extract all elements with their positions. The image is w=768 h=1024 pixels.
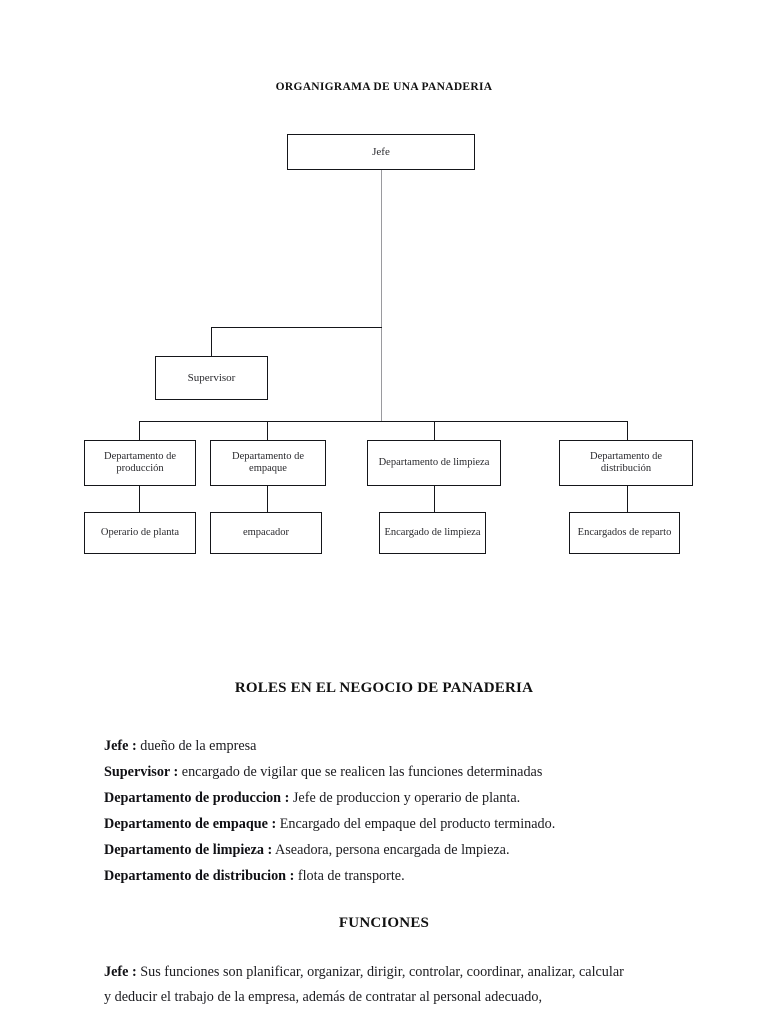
org-node-label: Departamento de distribución bbox=[589, 450, 662, 474]
funciones-list: Jefe : Sus funciones son planificar, org… bbox=[104, 960, 624, 1010]
role-description: Encargado del empaque del producto termi… bbox=[276, 816, 556, 832]
role-term: Supervisor : bbox=[104, 764, 179, 780]
org-node-label: Operario de planta bbox=[100, 526, 180, 538]
funcion-description: Sus funciones son planificar, organizar,… bbox=[104, 964, 624, 1005]
connector-jefe-stem bbox=[381, 170, 382, 422]
role-item: Departamento de distribucion : flota de … bbox=[104, 863, 674, 889]
role-term: Departamento de limpieza : bbox=[104, 842, 273, 858]
org-node-supervisor: Supervisor bbox=[155, 356, 268, 400]
page-title: ORGANIGRAMA DE UNA PANADERIA bbox=[275, 81, 493, 93]
org-node-label: Departamento de limpieza bbox=[378, 456, 490, 468]
role-term: Jefe : bbox=[104, 738, 137, 754]
roles-list: Jefe : dueño de la empresa Supervisor : … bbox=[104, 733, 674, 889]
connector-drop-dep-distribucion bbox=[627, 421, 628, 440]
org-node-label: Encargado de limpieza bbox=[384, 526, 481, 538]
connector-department-bus bbox=[139, 421, 628, 422]
funcion-item: Jefe : Sus funciones son planificar, org… bbox=[104, 960, 624, 1010]
role-item: Departamento de empaque : Encargado del … bbox=[104, 811, 674, 837]
role-item: Departamento de limpieza : Aseadora, per… bbox=[104, 837, 674, 863]
connector-dep-distribucion-to-encargados bbox=[627, 486, 628, 512]
role-term: Departamento de produccion : bbox=[104, 790, 290, 806]
role-description: flota de transporte. bbox=[294, 868, 405, 884]
role-description: encargado de vigilar que se realicen las… bbox=[178, 764, 543, 780]
role-description: Aseadora, persona encargada de lmpieza. bbox=[272, 842, 510, 858]
org-node-operario-de-planta: Operario de planta bbox=[84, 512, 196, 554]
org-node-encargado-de-limpieza: Encargado de limpieza bbox=[379, 512, 486, 554]
org-node-encargados-de-reparto: Encargados de reparto bbox=[569, 512, 680, 554]
org-node-departamento-distribucion: Departamento de distribución bbox=[559, 440, 693, 486]
org-chart: Jefe Supervisor Departamento de producci… bbox=[84, 134, 693, 554]
connector-drop-dep-empaque bbox=[267, 421, 268, 440]
connector-drop-dep-produccion bbox=[139, 421, 140, 440]
role-item: Supervisor : encargado de vigilar que se… bbox=[104, 759, 674, 785]
org-node-jefe: Jefe bbox=[287, 134, 475, 170]
roles-heading: ROLES EN EL NEGOCIO DE PANADERIA bbox=[234, 680, 534, 696]
funciones-heading: FUNCIONES bbox=[338, 915, 430, 931]
role-description: dueño de la empresa bbox=[136, 738, 257, 754]
org-node-label: Departamento de producción bbox=[103, 450, 176, 474]
role-term: Departamento de distribucion : bbox=[104, 868, 295, 884]
org-node-label: Supervisor bbox=[187, 371, 236, 384]
role-item: Jefe : dueño de la empresa bbox=[104, 733, 674, 759]
org-node-empacador: empacador bbox=[210, 512, 322, 554]
org-node-label: Jefe bbox=[372, 145, 390, 158]
org-node-departamento-produccion: Departamento de producción bbox=[84, 440, 196, 486]
connector-drop-dep-limpieza bbox=[434, 421, 435, 440]
role-item: Departamento de produccion : Jefe de pro… bbox=[104, 785, 674, 811]
org-node-label: Departamento de empaque bbox=[231, 450, 304, 474]
connector-supervisor-drop bbox=[211, 327, 212, 356]
org-node-departamento-empaque: Departamento de empaque bbox=[210, 440, 326, 486]
connector-dep-produccion-to-operario bbox=[139, 486, 140, 512]
connector-jefe-to-supervisor-horizontal bbox=[211, 327, 382, 328]
connector-dep-empaque-to-empacador bbox=[267, 486, 268, 512]
org-node-label: empacador bbox=[242, 526, 290, 538]
role-term: Departamento de empaque : bbox=[104, 816, 277, 832]
role-description: Jefe de produccion y operario de planta. bbox=[289, 790, 521, 806]
connector-dep-limpieza-to-encargado bbox=[434, 486, 435, 512]
org-node-label: Encargados de reparto bbox=[577, 526, 672, 538]
funcion-term: Jefe : bbox=[104, 964, 137, 980]
org-node-departamento-limpieza: Departamento de limpieza bbox=[367, 440, 501, 486]
